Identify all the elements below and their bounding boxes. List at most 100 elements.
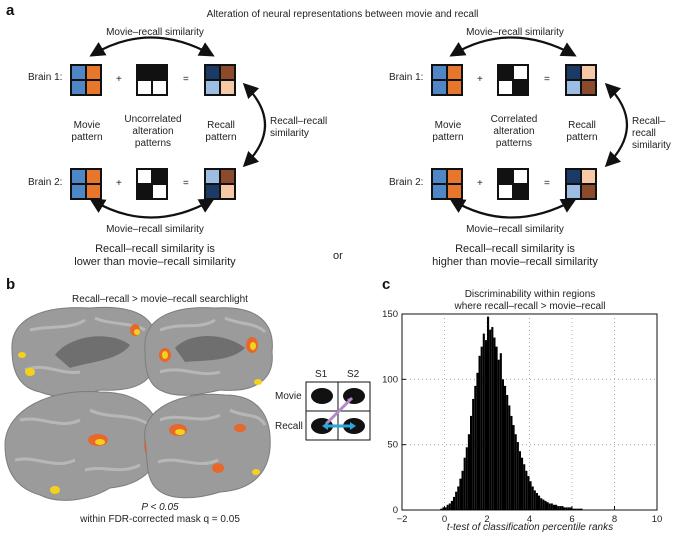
x-tick-label: 4 [527, 514, 532, 525]
chart-xlabel: t-test of classification percentile rank… [446, 522, 614, 533]
histogram-bar [459, 478, 462, 510]
right-side-label-line1: Recall–recall [632, 116, 666, 139]
left-col2-line1: Uncorrelated [124, 114, 182, 125]
right-plus-1: + [477, 74, 483, 85]
histogram-bar [455, 491, 458, 510]
histogram-bar [512, 425, 515, 510]
left-col2-line2: alteration [132, 126, 174, 137]
histogram-bar [533, 490, 536, 510]
histogram-bar [574, 508, 577, 510]
histogram-bar [525, 470, 528, 510]
histogram-bar [563, 507, 566, 510]
histogram-bar [567, 507, 570, 510]
histogram-bar [450, 500, 453, 510]
histogram-bar [578, 508, 581, 510]
right-equals-1: = [544, 74, 550, 85]
stat-p-value: P < 0.05 [141, 502, 179, 513]
histogram-bar [538, 495, 541, 510]
panel-letter-a: a [6, 2, 15, 19]
histogram-bar [516, 442, 519, 510]
histogram-bar [527, 476, 530, 510]
histogram-bar [540, 498, 543, 510]
left-brain2-recall-pattern [204, 168, 236, 200]
inset-movie-label: Movie [275, 391, 302, 402]
histogram-bar [472, 398, 475, 510]
right-conclusion-line1: Recall–recall similarity is [455, 243, 575, 255]
histogram-bar [474, 385, 477, 510]
histogram-bar [491, 327, 494, 510]
histogram-bar [548, 503, 551, 510]
x-tick-label: 0 [442, 514, 447, 525]
right-plus-2: + [477, 178, 483, 189]
stat-fdr-mask: within FDR-corrected mask q = 0.05 [80, 514, 240, 525]
right-brain1-label: Brain 1: [389, 72, 424, 83]
left-side-label-line2: similarity [270, 128, 309, 139]
left-brain1-recall-pattern [204, 64, 236, 96]
histogram-bar [493, 337, 496, 510]
right-brain1-alteration [497, 64, 529, 96]
histogram-bar [535, 493, 538, 510]
left-brain1-alteration [136, 64, 168, 96]
panel-b-title: Recall–recall > movie–recall searchlight [72, 294, 248, 305]
histogram-bar [518, 451, 521, 510]
histogram-bar [546, 502, 549, 510]
histogram-bar [521, 457, 524, 510]
right-brain2-label: Brain 2: [389, 177, 424, 188]
x-tick-label: 2 [484, 514, 489, 525]
histogram-bar [495, 346, 498, 510]
left-plus-2: + [116, 178, 122, 189]
histogram-bar [569, 507, 572, 510]
panel-c-title-line1: Discriminability within regions [464, 289, 596, 300]
right-col2-line1: Correlated [490, 114, 538, 125]
histogram-bar [442, 507, 445, 510]
left-brain2-movie-pattern [70, 168, 102, 200]
left-conclusion: Recall–recall similarity is lower than m… [40, 243, 270, 269]
inset-s2-label: S2 [347, 369, 360, 380]
panel-c-title-line2: where recall–recall > movie–recall [454, 301, 606, 312]
right-col3-label: Recall pattern [557, 120, 607, 144]
right-equals-2: = [544, 178, 550, 189]
right-conclusion-line2: higher than movie–recall similarity [432, 256, 598, 268]
histogram-bar [565, 507, 568, 510]
right-side-arrow-label: Recall–recall similarity [632, 116, 685, 152]
histogram-bar [478, 355, 481, 510]
right-brain1-movie-pattern [431, 64, 463, 96]
histogram-bar [470, 415, 473, 510]
histogram-bar [508, 405, 511, 510]
histogram-bar [440, 508, 443, 510]
histogram-bar [580, 508, 583, 510]
y-tick-label: 50 [387, 440, 398, 451]
right-col1-line1: Movie [434, 120, 462, 131]
histogram-bar [465, 447, 468, 510]
left-side-label-line1: Recall–recall [270, 116, 328, 127]
histogram-bar [576, 508, 579, 510]
inset-recall-label: Recall [275, 421, 303, 432]
histogram-bar [476, 372, 479, 510]
right-brain2-recall-pattern [565, 168, 597, 200]
histogram-bar [501, 379, 504, 510]
panel-letter-c: c [382, 276, 391, 293]
histogram-bar [504, 385, 507, 510]
histogram-bar [463, 457, 466, 510]
histogram-bar [561, 506, 564, 510]
left-col2-label: Uncorrelated alteration patterns [118, 114, 188, 150]
left-equals-2: = [183, 178, 189, 189]
histogram-bar [484, 340, 487, 510]
panel-c-title: Discriminability within regions where re… [400, 289, 660, 313]
right-conclusion: Recall–recall similarity is higher than … [400, 243, 630, 269]
histogram-bar [497, 359, 500, 510]
histogram-bar [444, 507, 447, 510]
y-tick-label: 150 [382, 309, 398, 320]
left-conclusion-line1: Recall–recall similarity is [95, 243, 215, 255]
histogram-bar [480, 346, 483, 510]
left-brain1-movie-pattern [70, 64, 102, 96]
left-col1-label: Movie pattern [62, 120, 112, 144]
x-tick-label: 6 [569, 514, 574, 525]
right-col3-line2: pattern [566, 132, 598, 143]
x-tick-label: 8 [612, 514, 617, 525]
histogram-bar [487, 316, 490, 510]
histogram-bar [457, 486, 460, 510]
histogram-bar [448, 503, 451, 510]
panel-b-stats: P < 0.05 within FDR-corrected mask q = 0… [40, 502, 280, 526]
histogram-bar [482, 333, 485, 510]
